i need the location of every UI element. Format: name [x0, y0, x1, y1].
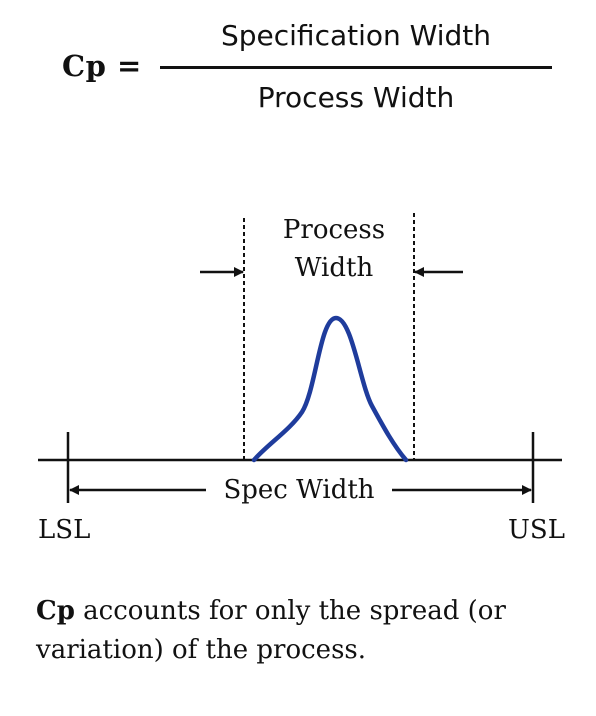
caption-text-line2: variation) of the process.	[36, 635, 367, 665]
process-width-label-line2: Width	[295, 253, 374, 283]
formula-lhs: Cp =	[62, 49, 142, 83]
process-distribution-curve	[251, 315, 409, 463]
lsl-label: LSL	[38, 515, 90, 545]
process-width-label-line1: Process	[283, 215, 385, 245]
formula-numerator: Specification Width	[220, 19, 492, 52]
caption-bold-term: Cp	[36, 596, 75, 626]
caption-text-line1: accounts for only the spread (or	[74, 596, 506, 626]
caption: Cp accounts for only the spread (or vari…	[36, 592, 576, 670]
usl-label: USL	[508, 515, 565, 545]
spec-width-label: Spec Width	[223, 475, 374, 505]
fraction-bar	[160, 66, 552, 69]
formula-denominator: Process Width	[257, 81, 455, 114]
